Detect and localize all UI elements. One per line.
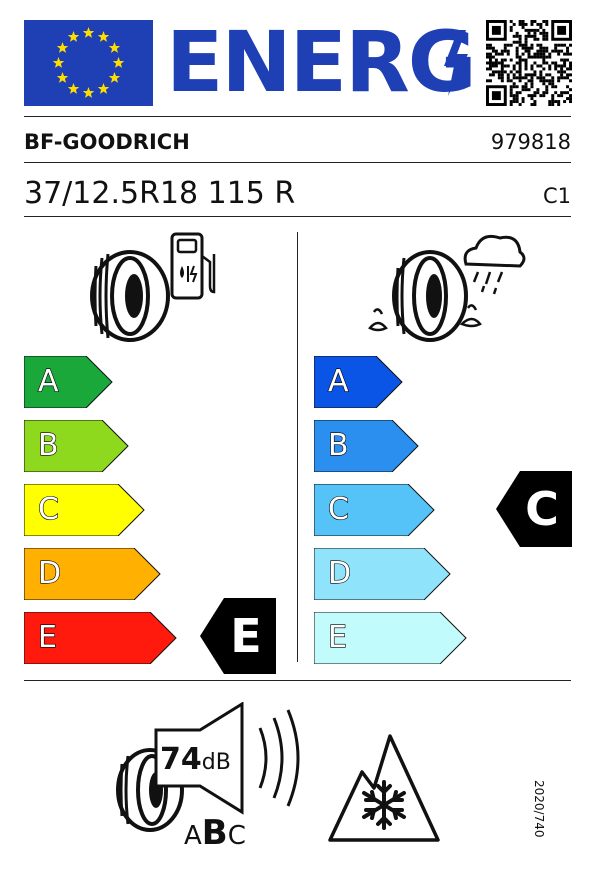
fuel-class-e: E xyxy=(24,612,178,664)
tyre-class: C1 xyxy=(542,184,571,208)
fuel-class-c: C xyxy=(24,484,146,536)
wet-grip-rating: C xyxy=(525,482,559,536)
eu-star-icon xyxy=(67,82,80,94)
tyre-icon xyxy=(90,250,170,342)
eu-flag xyxy=(24,20,153,106)
wet-class-d-label: D xyxy=(327,555,352,591)
wet-class-b-label: B xyxy=(327,427,349,463)
eu-star-icon xyxy=(82,27,95,38)
lightning-bolt-icon xyxy=(444,30,468,96)
fuel-pump-icon xyxy=(170,232,216,300)
wet-class-c-label: C xyxy=(327,491,349,527)
eu-star-icon xyxy=(52,57,65,68)
regulation-reference: 2020/740 xyxy=(532,780,546,838)
noise-level: 74dB xyxy=(160,744,231,779)
supplier-name: BF-GOODRICH xyxy=(24,130,190,154)
fuel-class-d-label: D xyxy=(37,555,62,591)
fuel-class-c-label: C xyxy=(37,491,59,527)
noise-value: 74 xyxy=(160,742,202,777)
rain-cloud-icon xyxy=(463,234,526,295)
speaker-icon xyxy=(154,702,244,815)
model-identifier: 979818 xyxy=(490,130,571,154)
wet-grip-icon xyxy=(368,234,526,342)
fuel-class-b-label: B xyxy=(37,427,59,463)
supplier-divider xyxy=(24,162,571,163)
snow-grip-icon xyxy=(328,734,440,842)
fuel-class-d: D xyxy=(24,548,162,600)
fuel-efficiency-rating-marker: E xyxy=(200,598,276,674)
fuel-efficiency-rating: E xyxy=(230,609,262,663)
vertical-divider xyxy=(297,232,298,662)
wet-class-e-label: E xyxy=(327,619,347,655)
fuel-class-a: A xyxy=(24,356,114,408)
eu-star-icon xyxy=(108,42,121,53)
water-splash-icon xyxy=(368,304,482,332)
fuel-class-e-label: E xyxy=(37,619,57,655)
noise-class-c: C xyxy=(227,821,246,851)
eu-star-icon xyxy=(82,87,95,98)
noise-icon xyxy=(116,702,300,832)
wet-class-c: C xyxy=(314,484,436,536)
wet-class-a-label: A xyxy=(327,363,349,399)
header-divider xyxy=(24,116,571,117)
energy-word-text: ENERG xyxy=(166,13,477,111)
snowflake-icon xyxy=(362,780,406,830)
tyre-icon xyxy=(392,250,468,342)
noise-unit: dB xyxy=(201,750,231,775)
fuel-class-b: B xyxy=(24,420,130,472)
fuel-class-a-label: A xyxy=(37,363,59,399)
wet-grip-rating-marker: C xyxy=(496,471,572,547)
size-divider xyxy=(24,216,571,217)
eu-star-icon xyxy=(97,31,110,42)
eu-star-icon xyxy=(112,57,125,68)
wet-class-d: D xyxy=(314,548,452,600)
eu-star-icon xyxy=(108,72,121,83)
wet-class-a: A xyxy=(314,356,404,408)
qr-code-icon[interactable] xyxy=(486,20,572,106)
noise-class-b-active: B xyxy=(201,813,228,853)
eu-star-icon xyxy=(67,31,80,42)
tyre-size-designation: 37/12.5R18 115 R xyxy=(24,176,296,211)
eu-star-icon xyxy=(56,72,69,83)
eu-star-icon xyxy=(56,42,69,53)
wet-class-b: B xyxy=(314,420,420,472)
wet-class-e: E xyxy=(314,612,468,664)
fuel-efficiency-icon xyxy=(90,232,216,342)
energy-wordmark: ENERG xyxy=(166,16,477,108)
eu-star-icon xyxy=(97,82,110,94)
sound-waves-icon xyxy=(258,709,300,807)
noise-divider xyxy=(24,680,571,681)
noise-class-indicator: ABC xyxy=(184,816,246,851)
noise-class-a: A xyxy=(184,821,202,851)
